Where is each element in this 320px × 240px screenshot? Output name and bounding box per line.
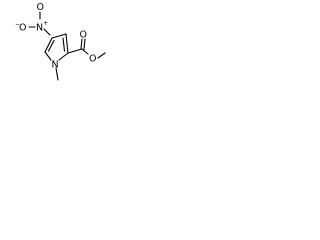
bond-c2-n1 [58, 52, 69, 61]
bond-n1-methyl [55, 67, 59, 81]
nitro-oxygen-top-label: O [37, 2, 44, 13]
nitro-oxygen-left-label: O [19, 23, 26, 34]
molecule-structure-drawing: O O − N + N O O [15, 2, 106, 81]
bond-carbonyl-c-o-double-1 [80, 38, 83, 50]
ester-oxygen-label: O [89, 54, 96, 65]
nitro-nitrogen-charge: + [43, 20, 48, 27]
bond-c3-c2-double [62, 37, 66, 52]
bond-c2-carbonyl-carbon [67, 48, 83, 54]
bond-carbonyl-c-o-double-2 [83, 38, 86, 51]
bond-ester-o-methyl [97, 52, 106, 59]
nitro-oxygen-charge: − [15, 21, 20, 28]
nitro-nitrogen-label: N [36, 23, 43, 34]
bond-n1-c5 [44, 51, 52, 61]
bond-c3-c2 [65, 33, 69, 54]
bond-c5-c4-double [47, 39, 55, 52]
bond-c4-c3 [51, 33, 67, 39]
ring-nitrogen-label: N [52, 60, 59, 71]
bond-c5-c4 [44, 37, 53, 53]
carbonyl-oxygen-label: O [80, 30, 87, 41]
bond-carbonyl-c-ester-o [81, 48, 89, 55]
bond-nitro-n-c4 [43, 28, 51, 36]
molecule-canvas: O O − N + N O O [0, 0, 110, 93]
